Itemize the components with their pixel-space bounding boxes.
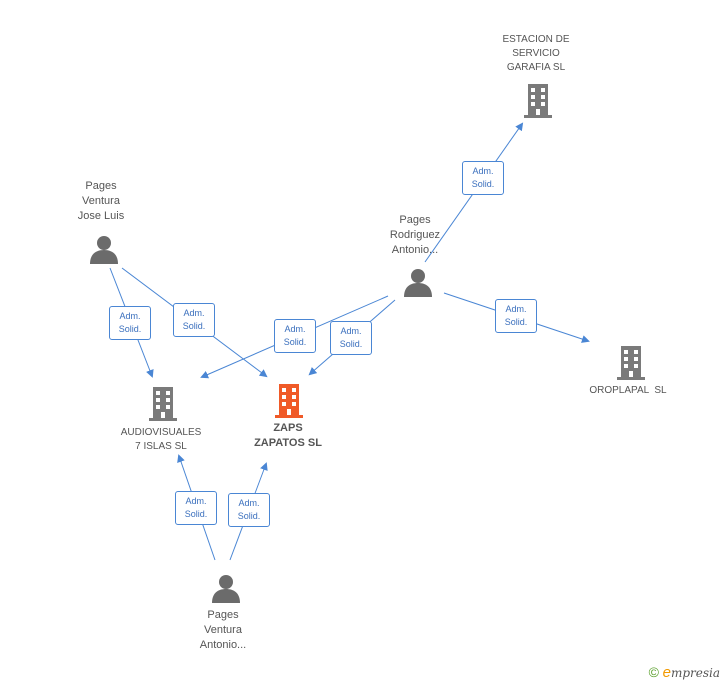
label-line: ZAPS: [273, 422, 303, 434]
label-line: OROPLAPAL SL: [589, 385, 667, 396]
edge-label-line2: Solid.: [471, 179, 495, 189]
edge-label-jose-luis-audiovisuales: Adm. Solid.: [109, 306, 151, 340]
label-line: Pages: [207, 609, 239, 621]
label-line: Jose Luis: [77, 210, 125, 222]
edge-label-rodriguez-estacion: Adm. Solid.: [462, 161, 504, 195]
node-label-estacion-servicio-garafia[interactable]: ESTACION DE SERVICIO GARAFIA SL: [484, 33, 588, 75]
brand-footer: © empresia: [649, 664, 720, 681]
person-icon[interactable]: [89, 234, 119, 264]
node-label-pages-ventura-jose-luis[interactable]: Pages Ventura Jose Luis: [54, 179, 148, 224]
brand-logo-initial: e: [662, 664, 671, 681]
edge-label-line2: Solid.: [182, 321, 206, 331]
brand-logo-text: mpresia: [670, 666, 720, 680]
edge-label-line1: Adm.: [472, 166, 494, 176]
label-line: ZAPATOS SL: [254, 437, 322, 449]
edge-label-line1: Adm.: [340, 326, 362, 336]
node-label-zaps-zapatos[interactable]: ZAPS ZAPATOS SL: [238, 421, 338, 451]
edge-label-line1: Adm.: [238, 498, 260, 508]
building-icon[interactable]: [615, 346, 647, 380]
edge-label-line2: Solid.: [504, 317, 528, 327]
edge-label-line2: Solid.: [118, 324, 142, 334]
edge-label-line1: Adm.: [185, 496, 207, 506]
label-line: Antonio...: [391, 244, 439, 256]
person-icon[interactable]: [211, 573, 241, 603]
edge-label-jose-luis-zaps: Adm. Solid.: [173, 303, 215, 337]
label-line: SERVICIO: [512, 48, 560, 59]
edge-label-ventura-antonio-audiovisuales: Adm. Solid.: [175, 491, 217, 525]
label-line: Pages: [85, 180, 117, 192]
edge-label-rodriguez-oroplapal: Adm. Solid.: [495, 299, 537, 333]
node-label-pages-rodriguez-antonio[interactable]: Pages Rodriguez Antonio...: [368, 213, 462, 258]
edge-label-line2: Solid.: [283, 337, 307, 347]
focus-building-icon[interactable]: [273, 384, 305, 418]
edge-label-line1: Adm.: [183, 308, 205, 318]
edge-label-line2: Solid.: [184, 509, 208, 519]
building-icon[interactable]: [147, 387, 179, 421]
person-icon[interactable]: [403, 267, 433, 297]
edge-label-line1: Adm.: [505, 304, 527, 314]
label-line: Rodriguez: [389, 229, 441, 241]
label-line: 7 ISLAS SL: [135, 441, 187, 452]
copyright-icon: ©: [648, 664, 659, 680]
label-line: Antonio...: [199, 639, 247, 651]
edge-label-ventura-antonio-zaps: Adm. Solid.: [228, 493, 270, 527]
building-icon[interactable]: [522, 84, 554, 118]
node-label-pages-ventura-antonio[interactable]: Pages Ventura Antonio...: [176, 608, 270, 653]
label-line: Ventura: [204, 624, 242, 636]
edge-label-line2: Solid.: [339, 339, 363, 349]
edge-label-rodriguez-audiovisuales: Adm. Solid.: [274, 319, 316, 353]
label-line: Pages: [399, 214, 431, 226]
edge-label-rodriguez-zaps: Adm. Solid.: [330, 321, 372, 355]
node-label-audiovisuales[interactable]: AUDIOVISUALES 7 ISLAS SL: [106, 426, 216, 454]
label-line: Ventura: [82, 195, 120, 207]
edge-label-line1: Adm.: [284, 324, 306, 334]
edge-label-line1: Adm.: [119, 311, 141, 321]
label-line: ESTACION DE: [502, 34, 570, 45]
label-line: GARAFIA SL: [506, 62, 566, 73]
edge-label-line2: Solid.: [237, 511, 261, 521]
label-line: AUDIOVISUALES: [120, 427, 202, 438]
node-label-oroplapal[interactable]: OROPLAPAL SL: [578, 384, 678, 398]
